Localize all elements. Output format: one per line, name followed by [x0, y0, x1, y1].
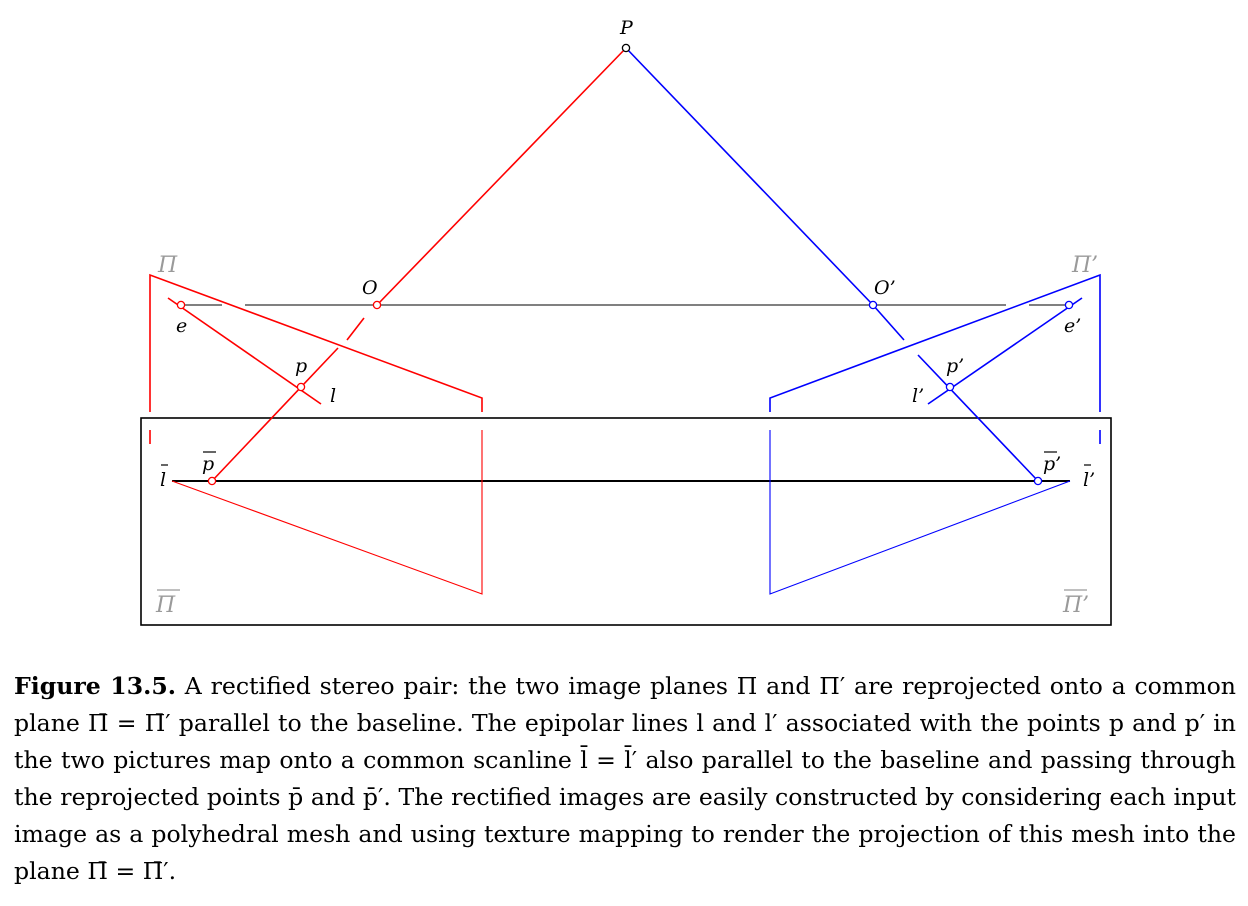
right-ray-mid — [872, 304, 905, 341]
right-ray-upper — [625, 47, 874, 306]
label-l-bar: l — [160, 469, 166, 491]
left-reprojected-outline — [171, 430, 483, 595]
label-Pi-bar-prime: Π’ — [1062, 593, 1089, 618]
left-reprojection-ray — [211, 347, 339, 482]
right-camera-geometry — [625, 47, 1101, 595]
rectified-plane-frame — [140, 417, 1112, 626]
point-p-bar — [207, 476, 217, 486]
points — [176, 43, 1074, 486]
left-ray-upper — [376, 47, 627, 306]
label-overbars — [161, 451, 1091, 466]
point-p — [296, 382, 306, 392]
point-P — [621, 43, 631, 53]
label-p: p — [295, 355, 307, 377]
label-l-bar-prime: l’ — [1083, 469, 1095, 491]
left-image-plane — [149, 273, 483, 412]
label-p-prime: p’ — [946, 355, 964, 377]
figure-caption: Figure 13.5. A rectified stereo pair: th… — [14, 668, 1236, 890]
right-ray-lower — [917, 354, 1039, 482]
label-e: e — [176, 315, 187, 337]
figure-number: Figure 13.5. — [14, 672, 176, 700]
point-O — [372, 300, 382, 310]
point-e — [176, 300, 186, 310]
right-image-plane — [769, 273, 1101, 412]
point-p-bar-prime — [1033, 476, 1043, 486]
rectified-stereo-diagram: P O O’ e e’ p p’ l l’ p p’ l l’ Π Π’ Π Π… — [140, 17, 1112, 626]
label-Pi-prime: Π’ — [1071, 253, 1098, 278]
epipolar-line-l — [167, 297, 322, 405]
caption-text: A rectified stereo pair: the two image p… — [14, 672, 1237, 885]
label-p-bar: p — [202, 453, 214, 475]
left-ray-lower — [346, 317, 365, 341]
label-O: O — [362, 277, 378, 299]
label-e-prime: e’ — [1064, 315, 1081, 337]
label-P: P — [619, 17, 634, 39]
label-Pi: Π — [157, 253, 178, 278]
label-O-prime: O’ — [874, 277, 896, 299]
label-l: l — [330, 385, 336, 407]
right-reprojected-outline — [769, 430, 1071, 595]
label-Pi-bar: Π — [155, 593, 176, 618]
left-camera-geometry — [149, 47, 627, 595]
point-e-prime — [1064, 300, 1074, 310]
point-O-prime — [868, 300, 878, 310]
label-l-prime: l’ — [912, 385, 924, 407]
point-p-prime — [945, 382, 955, 392]
label-p-bar-prime: p’ — [1043, 453, 1061, 475]
